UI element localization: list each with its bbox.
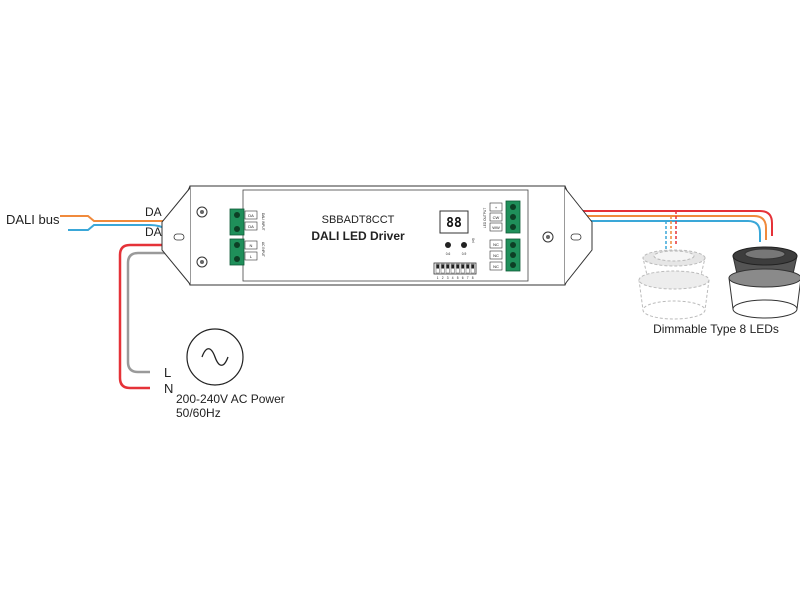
dali-bus-label: DALI bus	[6, 212, 60, 227]
dip-key-knob	[441, 264, 444, 269]
output-terminal-block: LED OUTPUT + CW WW NC NC NC	[483, 200, 521, 272]
button-0-9-icon	[461, 242, 467, 248]
output-terminal-cw: CW	[493, 215, 500, 220]
dip-number: 6	[462, 276, 464, 280]
button-label-0-9: 0-9	[462, 252, 467, 256]
dip-key-knob	[436, 264, 439, 269]
input-terminal-block: DA DA N L DALI INPUT AC INPUT	[229, 208, 265, 266]
dip-number: 5	[457, 276, 459, 280]
da-label-bottom: DA	[145, 225, 162, 239]
display-caption: Sel	[471, 238, 475, 243]
power-label-line2: 50/60Hz	[176, 406, 221, 420]
address-display: 88 Sel	[439, 210, 475, 243]
button-0-6-icon	[445, 242, 451, 248]
leds-label: Dimmable Type 8 LEDs	[653, 322, 779, 336]
dip-number: 1	[437, 276, 439, 280]
dip-key-knob	[451, 264, 454, 269]
downlight-icon	[728, 246, 800, 319]
model-title: SBBADT8CCT	[322, 214, 395, 226]
nc-terminal-2: NC	[493, 253, 499, 258]
button-label-0-6: 0-6	[446, 252, 451, 256]
dip-key-knob	[461, 264, 464, 269]
dip-number: 7	[467, 276, 469, 280]
dip-number: 8	[472, 276, 474, 280]
dip-key-knob	[446, 264, 449, 269]
display-digits: 88	[446, 216, 462, 231]
dip-key-knob	[466, 264, 469, 269]
dip-number: 3	[447, 276, 449, 280]
nc-terminal-3: NC	[493, 264, 499, 269]
power-label-n: N	[164, 381, 173, 396]
nc-terminal-1: NC	[493, 242, 499, 247]
input-terminal-n: N	[250, 243, 253, 248]
address-buttons: 0-6 0-9	[445, 242, 467, 256]
dip-number: 2	[442, 276, 444, 280]
output-terminal-ww: WW	[492, 225, 500, 230]
output-terminal-plus: +	[495, 205, 498, 210]
input-terminal-da-2: DA	[248, 224, 254, 229]
da-label-top: DA	[145, 205, 162, 219]
input-terminal-da-1: DA	[248, 213, 254, 218]
led-output-wires	[520, 210, 773, 250]
dip-key-knob	[456, 264, 459, 269]
ac-power-wires	[118, 243, 235, 390]
product-title: DALI LED Driver	[311, 229, 405, 243]
power-label-line1: 200-240V AC Power	[176, 392, 285, 406]
dip-number: 4	[452, 276, 454, 280]
input-terminal-l: L	[250, 254, 253, 259]
led-output-label: LED OUTPUT	[483, 208, 487, 228]
driver-housing	[161, 185, 593, 286]
dip-key-knob	[471, 264, 474, 269]
ac-input-label: AC INPUT	[261, 242, 265, 257]
power-label-l: L	[164, 365, 171, 380]
dali-input-label: DALI INPUT	[261, 213, 265, 231]
ac-source-icon	[186, 328, 244, 386]
downlight-icon	[638, 249, 710, 320]
